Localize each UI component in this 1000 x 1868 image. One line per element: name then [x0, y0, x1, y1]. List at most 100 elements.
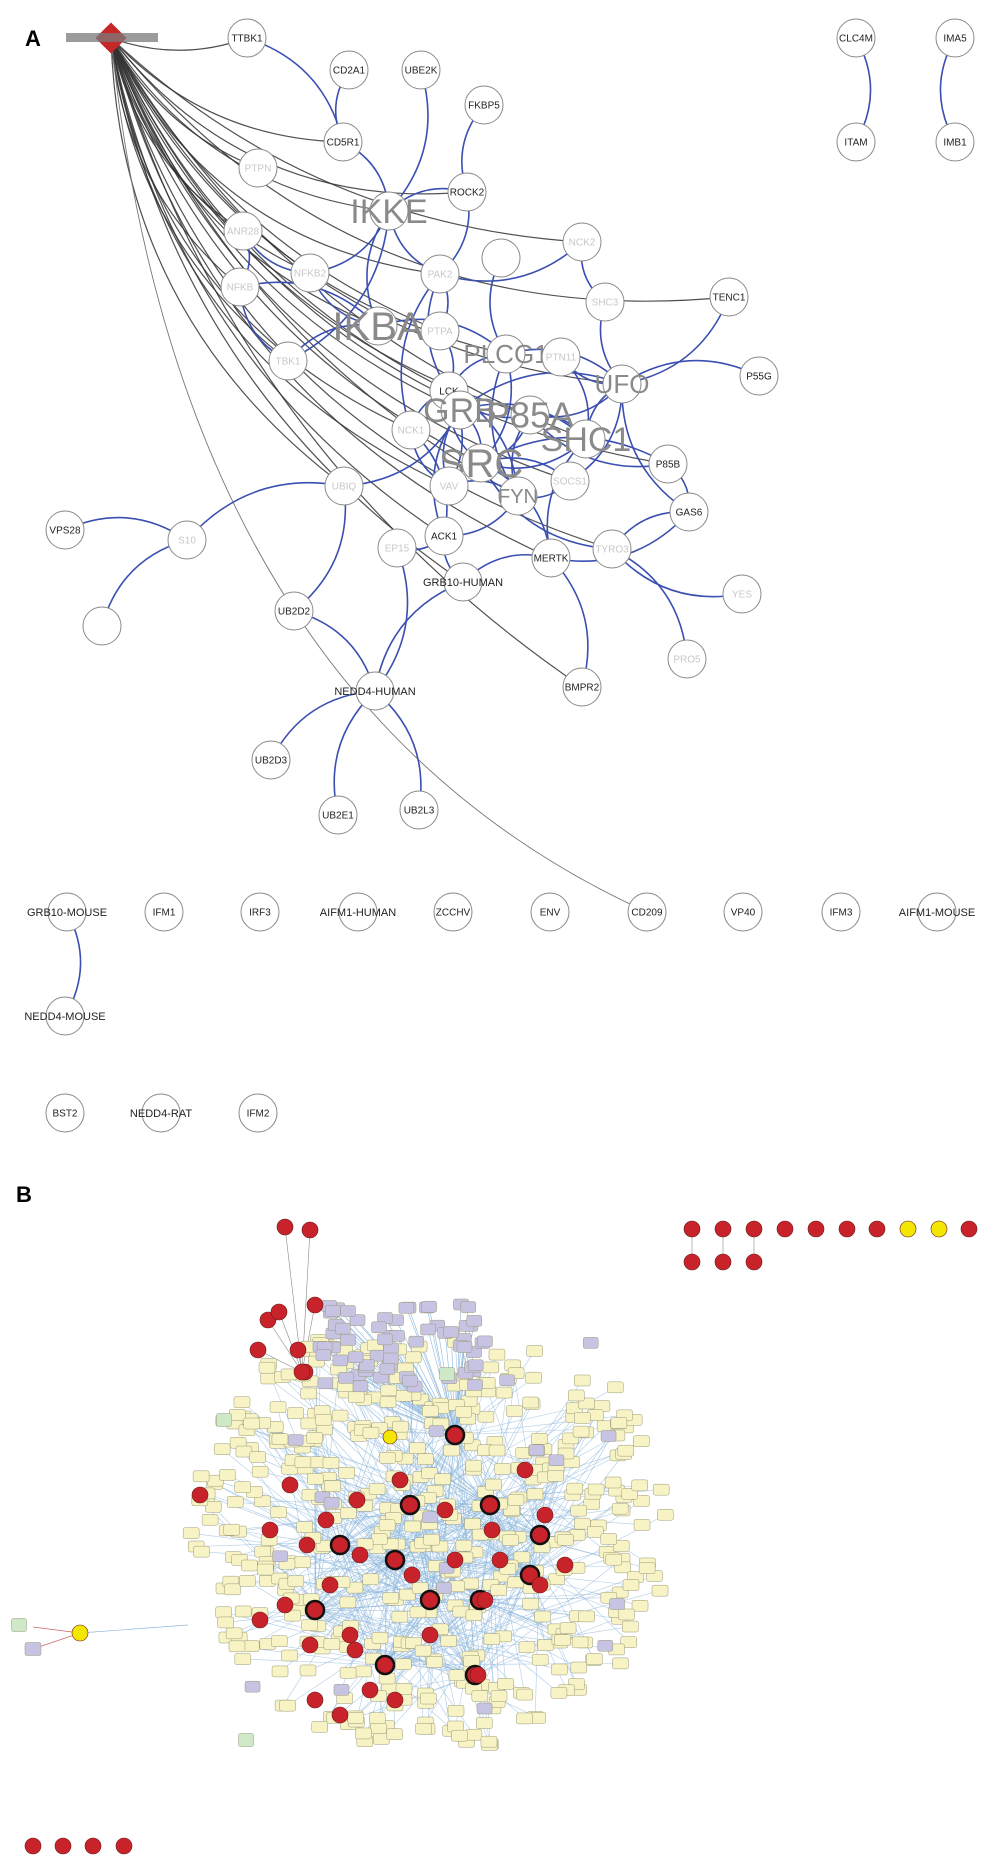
node-label: GRB10-MOUSE [27, 907, 107, 919]
gene-box [586, 1653, 603, 1665]
gene-box [11, 1618, 27, 1632]
red-node [306, 1691, 324, 1709]
protein-node: NFKB [220, 267, 260, 307]
node-circle [602, 364, 642, 404]
gene-box [525, 1371, 542, 1384]
gene-box [395, 1658, 412, 1670]
protein-node: VAV [429, 466, 469, 506]
protein-node: PAK2 [420, 254, 460, 294]
node-circle [318, 795, 358, 835]
gene-box [338, 1467, 355, 1479]
b-edge [394, 1559, 560, 1694]
gene-box [522, 1396, 539, 1409]
node-label: P85A [486, 395, 574, 436]
gene-box [480, 1735, 498, 1748]
red-node [536, 1506, 554, 1524]
virus-edge [110, 37, 648, 913]
ppi-edge [400, 273, 441, 431]
gene-box [335, 1322, 351, 1335]
node-label: YES [732, 590, 752, 601]
b-edge [454, 1407, 575, 1436]
gene-box [448, 1669, 466, 1682]
virus-edge [110, 37, 583, 688]
b-edge [301, 1304, 316, 1373]
node-circle [290, 253, 330, 293]
node-label: PRO5 [673, 655, 701, 666]
gene-box [409, 1606, 427, 1619]
gene-box [315, 1349, 332, 1361]
protein-node: NCK1 [391, 410, 431, 450]
virus-edge [110, 37, 583, 243]
ppi-edge [388, 69, 429, 212]
b-edge [237, 1442, 386, 1666]
gene-box [600, 1430, 617, 1442]
node-circle [836, 122, 876, 162]
protein-node: CD2A1 [329, 50, 369, 90]
protein-node: S10 [167, 520, 207, 560]
red-node [868, 1220, 886, 1238]
node-circle [268, 341, 308, 381]
node-circle [648, 444, 688, 484]
node-label: NFKB [227, 283, 254, 294]
gene-box [605, 1553, 623, 1566]
node-circle [251, 740, 291, 780]
node-label: P55G [746, 372, 772, 383]
red-node [745, 1253, 763, 1271]
gene-box [378, 1519, 396, 1531]
gene-box [651, 1584, 669, 1597]
protein-node: VPS28 [45, 510, 85, 550]
red-node [293, 1363, 311, 1381]
gene-box [566, 1482, 584, 1495]
gene-box [271, 1665, 289, 1678]
red-node [419, 1589, 441, 1611]
gene-box [417, 1453, 434, 1465]
red-node [745, 1220, 763, 1238]
protein-node: IKKE [350, 191, 428, 231]
gene-box [347, 1351, 364, 1363]
gene-box [243, 1417, 260, 1430]
gene-box [497, 1678, 514, 1690]
red-node [714, 1220, 732, 1238]
gene-box [382, 1592, 399, 1604]
protein-node: IFM3 [821, 892, 861, 932]
red-node [351, 1546, 369, 1564]
node-circle [220, 267, 260, 307]
gene-box [404, 1351, 422, 1364]
gene-box [610, 1417, 628, 1429]
gene-box [507, 1494, 525, 1506]
gene-box [495, 1386, 513, 1399]
node-label: IKBA [332, 305, 423, 349]
node-circle [429, 466, 469, 506]
node-circle [355, 671, 395, 711]
red-node [54, 1837, 72, 1855]
gene-box [502, 1534, 519, 1546]
b-edge [429, 1597, 609, 1601]
protein-node: NEDD4-MOUSE [24, 996, 106, 1036]
gene-box [301, 1619, 318, 1631]
red-node [24, 1837, 42, 1855]
node-label: TENC1 [713, 293, 746, 304]
red-node [491, 1551, 509, 1569]
gene-box [216, 1413, 232, 1427]
node-label: UB2D3 [255, 756, 288, 767]
gene-box [370, 1722, 387, 1734]
gene-box [348, 1391, 365, 1403]
protein-node: GRB10-MOUSE [27, 892, 107, 932]
protein-node: GAS6 [669, 492, 709, 532]
protein-node: NEDD4-HUMAN [334, 671, 416, 711]
protein-node: PLCG1 [463, 334, 549, 374]
gene-box [600, 1533, 618, 1545]
node-circle [238, 148, 278, 188]
protein-node: MERTK [531, 538, 571, 578]
red-node [84, 1837, 102, 1855]
node-label: SOCS1 [553, 477, 587, 488]
protein-node: TYRO3 [592, 529, 632, 569]
node-circle [443, 562, 483, 602]
red-node [115, 1837, 133, 1855]
gene-box [467, 1379, 483, 1391]
gene-box [494, 1463, 511, 1475]
gene-box [225, 1627, 243, 1640]
gene-box [223, 1523, 240, 1536]
gene-box [317, 1377, 334, 1390]
gene-box [422, 1405, 439, 1417]
